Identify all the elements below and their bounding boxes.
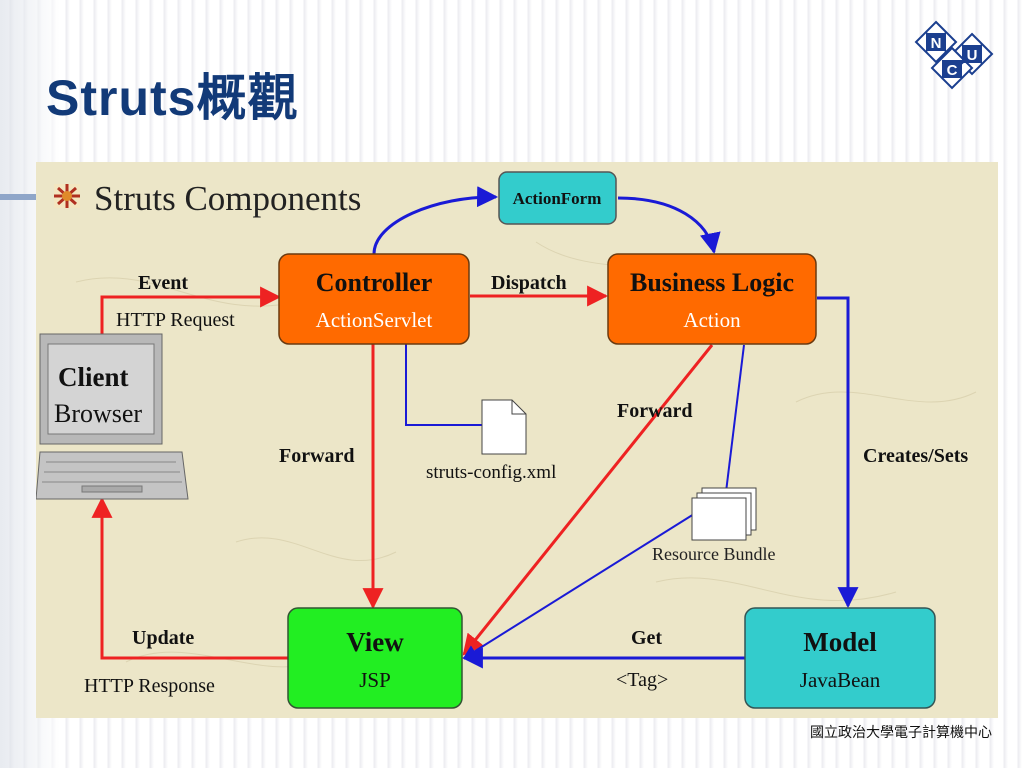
footer-text: 國立政治大學電子計算機中心 (810, 725, 992, 741)
slide-title: Struts概觀 (46, 70, 299, 126)
config-file-icon (481, 399, 527, 455)
view-subtitle: JSP (359, 668, 391, 692)
business-logic-box (607, 253, 817, 345)
config-label: struts-config.xml (426, 462, 556, 483)
model-title: Model (803, 627, 877, 657)
controller-box (278, 253, 470, 345)
label-get: Get (631, 627, 662, 649)
label-tag: <Tag> (616, 669, 668, 691)
view-box (287, 607, 463, 709)
actionform-label: ActionForm (513, 189, 602, 208)
arrow-forward-right (462, 344, 714, 656)
line-business-bundle (725, 344, 745, 493)
label-forward-left: Forward (279, 445, 355, 467)
diagram-canvas: Struts Components Client Browser ActionF… (36, 171, 977, 709)
model-subtitle: JavaBean (800, 668, 881, 692)
model-box (744, 607, 936, 709)
resource-bundle-icon (691, 487, 757, 541)
diagram-heading: Struts Components (94, 179, 361, 218)
arrow-update (91, 496, 288, 660)
controller-subtitle: ActionServlet (316, 308, 433, 332)
line-to-config (405, 344, 482, 426)
label-http-response: HTTP Response (84, 675, 215, 697)
arrow-from-actionform (617, 196, 721, 255)
label-creates-sets: Creates/Sets (863, 445, 968, 467)
arrow-event (100, 286, 282, 334)
label-event: Event (138, 272, 188, 294)
arrow-bundle-view (462, 513, 695, 659)
label-forward-right: Forward (617, 400, 693, 422)
label-dispatch: Dispatch (491, 272, 567, 294)
client-label: Client (58, 362, 129, 392)
struts-diagram: Struts Components Client Browser ActionF… (36, 162, 998, 718)
label-update: Update (132, 627, 194, 649)
business-logic-title: Business Logic (630, 268, 794, 297)
bundle-label: Resource Bundle (652, 544, 775, 564)
university-logo: N C U (914, 20, 994, 90)
actionform-box (498, 171, 617, 225)
arrow-creates-sets (817, 296, 859, 609)
browser-label: Browser (54, 399, 142, 428)
accent-bar (0, 194, 36, 200)
business-logic-subtitle: Action (683, 308, 741, 332)
logo-letter-n: N (931, 35, 942, 52)
client-computer (36, 333, 189, 500)
view-title: View (346, 627, 404, 657)
logo-letter-u: U (967, 47, 978, 64)
logo-letter-c: C (947, 62, 958, 79)
arrow-to-actionform (372, 186, 499, 255)
label-http-request: HTTP Request (116, 309, 235, 331)
heading-icon (54, 184, 80, 208)
controller-title: Controller (316, 268, 433, 297)
